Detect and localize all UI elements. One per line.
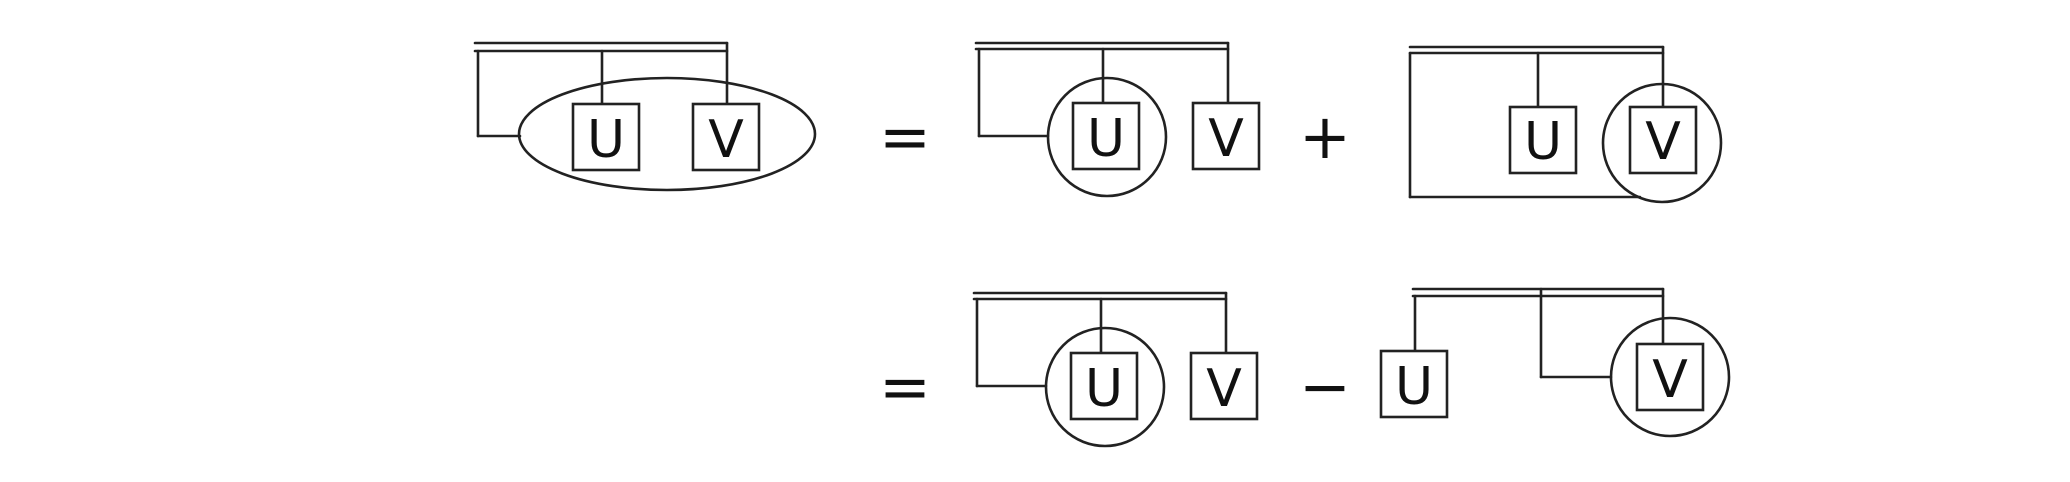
row1-term2-box-v-label: V bbox=[1645, 112, 1681, 172]
row2-term1-box-u-label: U bbox=[1085, 359, 1123, 419]
row1-term1-box-v-label: V bbox=[1208, 109, 1244, 169]
row2-term2-box-v bbox=[1635, 342, 1705, 412]
lhs-term: U V bbox=[473, 41, 817, 192]
row1-term2-circle bbox=[1601, 82, 1723, 204]
row1-term2: U V bbox=[1408, 45, 1723, 204]
row1-term2-box-u bbox=[1508, 105, 1578, 175]
lhs-box-v bbox=[691, 102, 761, 172]
row2-equals-sign: = bbox=[879, 350, 931, 423]
row2-term1-circle bbox=[1044, 326, 1166, 448]
row2-minus-sign: − bbox=[1299, 350, 1351, 423]
row1-term1-box-u bbox=[1071, 101, 1141, 171]
row1-term1: U V bbox=[974, 41, 1261, 198]
row2-term1: U V bbox=[972, 291, 1259, 448]
row1-equals-sign: = bbox=[879, 100, 931, 173]
row2-term2: U V bbox=[1379, 287, 1731, 438]
row2-term2-circle bbox=[1609, 316, 1731, 438]
row2-term1-box-v-label: V bbox=[1206, 359, 1242, 419]
row1-term2-box-v bbox=[1628, 105, 1698, 175]
row1-plus-sign: + bbox=[1299, 100, 1351, 173]
row1-term2-box-u-label: U bbox=[1524, 112, 1562, 172]
lhs-box-u-label: U bbox=[587, 110, 625, 170]
lhs-enclosing-ellipse bbox=[517, 76, 817, 192]
row1-term1-circle bbox=[1046, 76, 1168, 198]
row2-term2-box-u bbox=[1379, 349, 1449, 419]
row2-term2-box-u-label: U bbox=[1395, 357, 1433, 417]
row2-term1-box-u bbox=[1069, 351, 1139, 421]
lhs-box-v-label: V bbox=[708, 110, 744, 170]
row2-term1-box-v bbox=[1189, 351, 1259, 421]
row2-term2-box-v-label: V bbox=[1652, 350, 1688, 410]
lhs-box-u bbox=[571, 102, 641, 172]
row1-term1-box-u-label: U bbox=[1087, 109, 1125, 169]
row1-term1-box-v bbox=[1191, 101, 1261, 171]
